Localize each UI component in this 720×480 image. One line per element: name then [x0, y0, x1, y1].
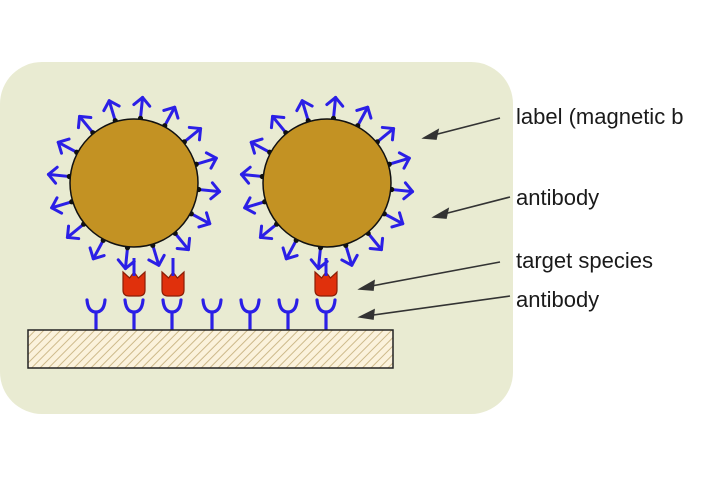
bead-antibody-icon [191, 151, 218, 170]
arrow-label-head [421, 128, 440, 140]
surface-antibody-icon [85, 298, 107, 330]
target-species-group [122, 258, 338, 297]
arrow-target [365, 261, 501, 288]
magnetic-bead-right [262, 118, 392, 248]
bead-antibody-icon [258, 220, 281, 241]
bead-antibody-icon [180, 125, 203, 146]
surface-antibody-icon [277, 298, 299, 330]
arrow-antibody-top-head [431, 207, 450, 219]
arrow-antibody-top [439, 196, 511, 216]
label-magnetic-bead-text: label (magnetic b [516, 104, 684, 129]
bead-antibody-group [46, 95, 415, 271]
substrate-surface [27, 329, 394, 369]
surface-antibody-icon [239, 298, 261, 330]
arrow-target-head [357, 279, 375, 291]
label-antibody-bottom-text: antibody [516, 287, 599, 312]
target-species-icon [122, 258, 146, 297]
surface-antibody-icon [201, 298, 223, 330]
label-antibody-top-text: antibody [516, 185, 599, 210]
bead-antibody-icon [354, 105, 373, 130]
surface-antibody-icon [123, 298, 145, 330]
label-target-species-text: target species [516, 248, 653, 273]
surface-antibody-icon [161, 298, 183, 330]
surface-antibody-group [85, 298, 337, 330]
bead-antibody-icon [373, 125, 396, 146]
target-species-icon [161, 258, 185, 297]
arrow-antibody-bottom-head [357, 308, 375, 320]
target-species-icon [314, 258, 338, 297]
pointer-arrows [357, 117, 511, 320]
arrow-antibody-bottom [365, 295, 511, 317]
bead-group [69, 118, 392, 248]
magnetic-bead-left [69, 118, 199, 248]
arrow-label [429, 117, 501, 137]
surface-antibody-icon [315, 298, 337, 330]
